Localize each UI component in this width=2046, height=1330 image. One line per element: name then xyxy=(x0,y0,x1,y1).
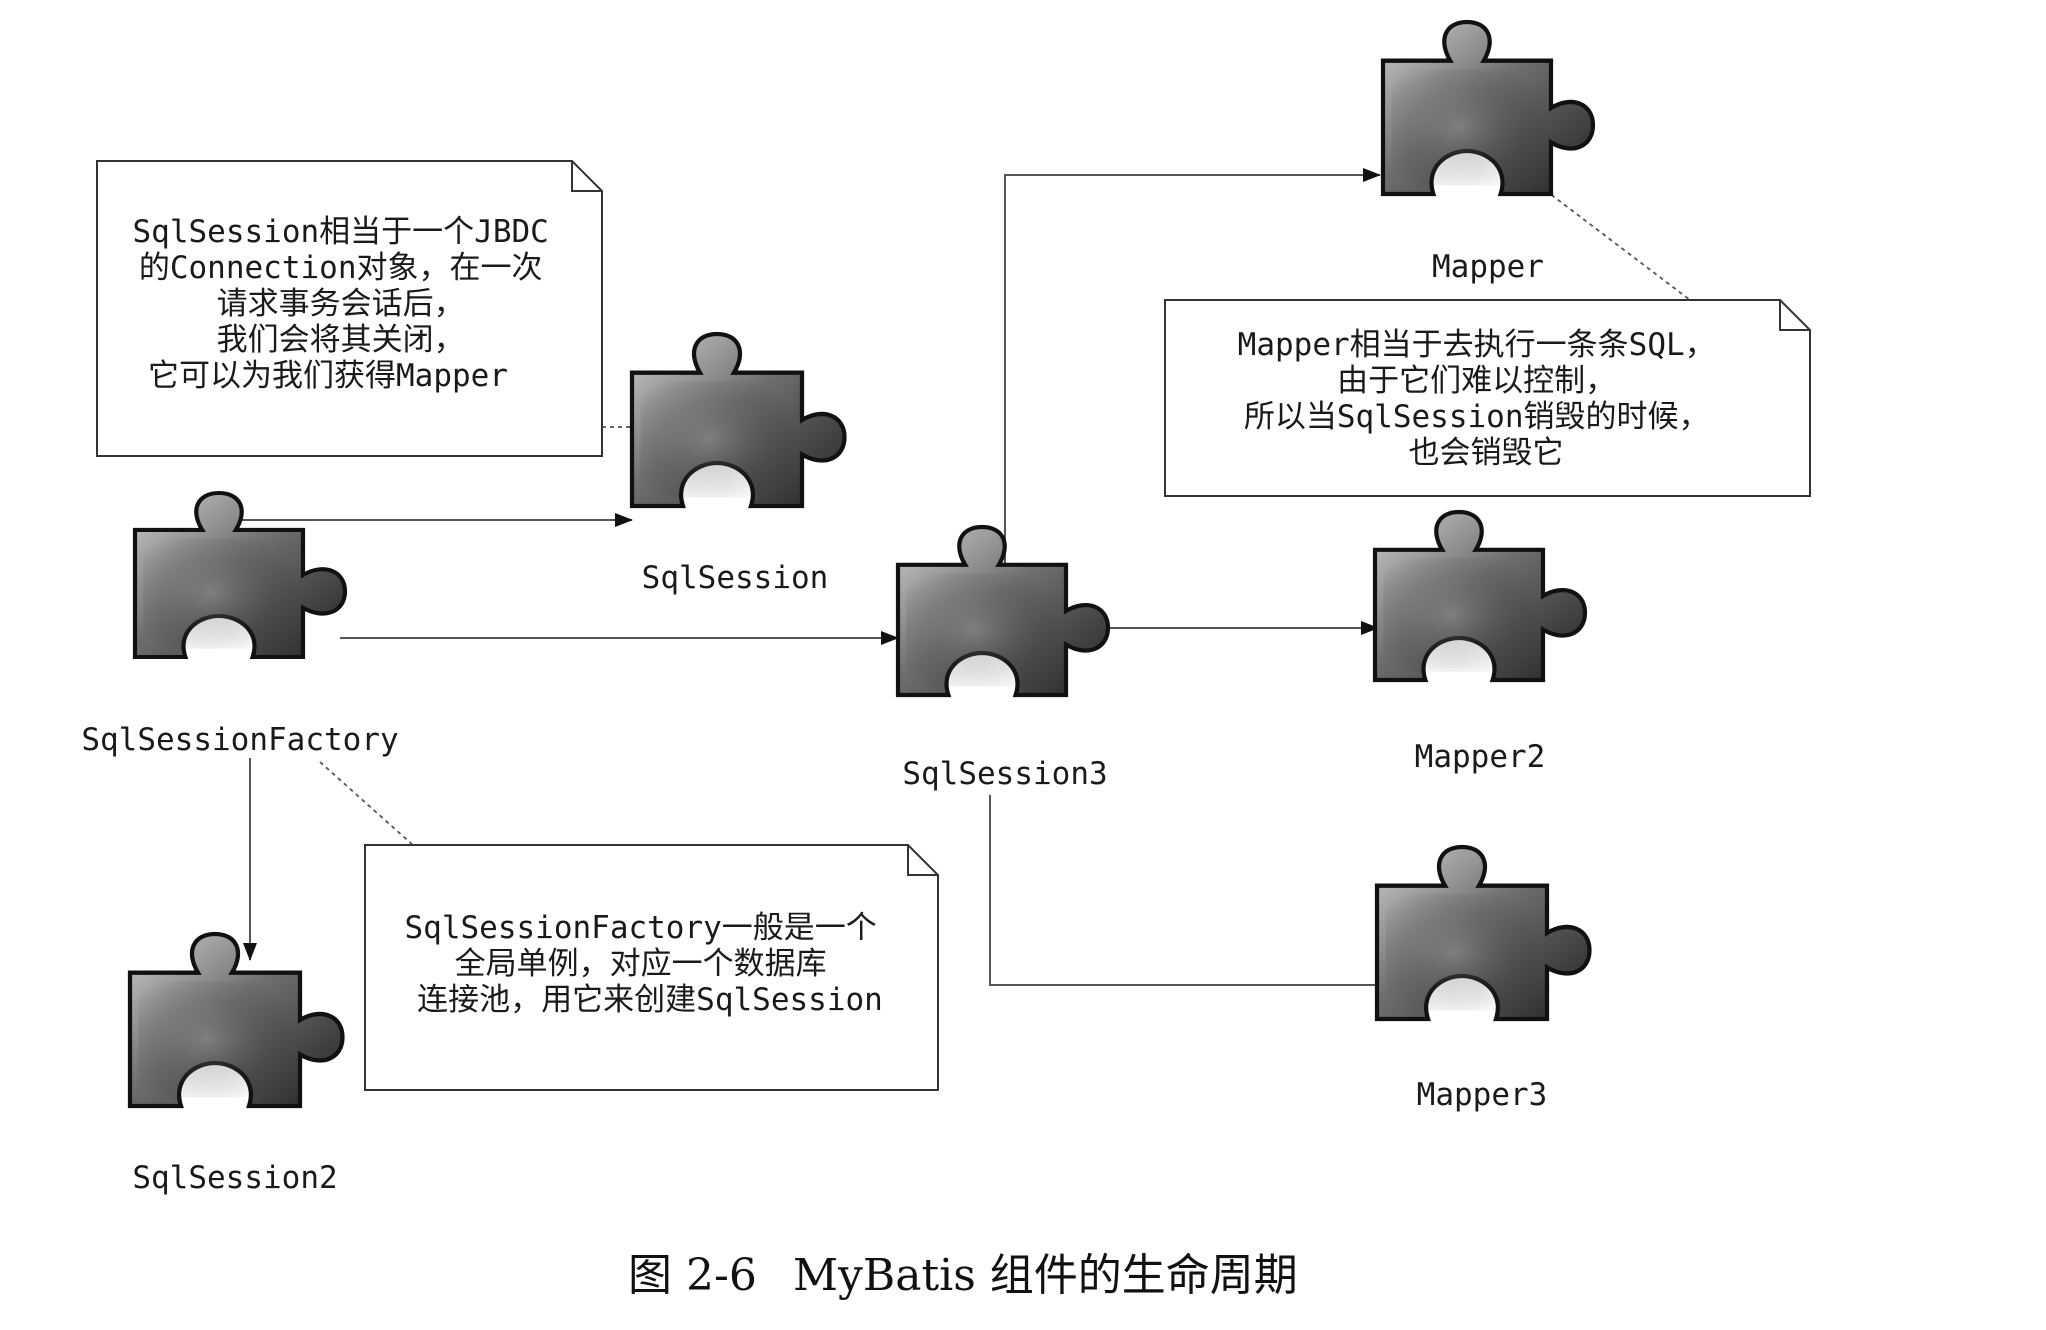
factory-note: SqlSessionFactory一般是一个 全局单例，对应一个数据库 连接池，… xyxy=(364,844,939,1091)
mapper-note-line-3: 所以当SqlSession销毁的时候， xyxy=(1244,399,1710,435)
figure-title: MyBatis 组件的生命周期 xyxy=(793,1250,1298,1301)
sqlsession-note: SqlSession相当于一个JBDC 的Connection对象，在一次 请求… xyxy=(96,160,603,457)
mapper-note-line-1: Mapper相当于去执行一条条SQL， xyxy=(1238,327,1716,363)
mapper-note-line-2: 由于它们难以控制， xyxy=(1337,363,1616,399)
figure-number: 图 2-6 xyxy=(628,1250,757,1301)
mapper3-puzzle-icon xyxy=(1377,847,1590,1019)
sqlsession-note-line-5: 它可以为我们获得Mapper xyxy=(148,358,508,394)
edge-sqlsession3-to-mapper3 xyxy=(989,795,1396,992)
factory-note-line-3: 连接池，用它来创建SqlSession xyxy=(417,982,883,1018)
sqlsession2-puzzle-icon xyxy=(130,934,343,1106)
sqlsession-puzzle-icon xyxy=(632,334,845,506)
mapper3-label: Mapper3 xyxy=(1417,1077,1548,1113)
factory-note-line-1: SqlSessionFactory一般是一个 xyxy=(405,910,877,946)
sqlsession-note-line-3: 请求事务会话后， xyxy=(217,286,465,322)
mapper-note: Mapper相当于去执行一条条SQL， 由于它们难以控制， 所以当SqlSess… xyxy=(1164,299,1811,497)
mapper-label: Mapper xyxy=(1432,249,1544,285)
sqlsession-label: SqlSession xyxy=(642,560,829,596)
edge-sqlsession3-to-mapper xyxy=(1004,168,1381,575)
mapper-puzzle-icon xyxy=(1383,22,1593,194)
svg-text:SqlSessionFactory一般是一个 全: SqlSessionFactory一般是一个 全局单例，对应一个数据库 连接池，… xyxy=(405,910,896,1018)
factory-note-line-2: 全局单例，对应一个数据库 xyxy=(455,946,827,982)
mapper2-label: Mapper2 xyxy=(1415,739,1546,775)
svg-text:Mapper相当于去执行一条条SQL， 由于它们: Mapper相当于去执行一条条SQL， 由于它们难以控制， 所以当SqlSess… xyxy=(1238,327,1735,471)
connector-mapper-note xyxy=(1544,189,1691,301)
sqlsession-note-line-2: 的Connection对象，在一次 xyxy=(139,250,543,286)
sqlsession-factory-puzzle-icon xyxy=(135,493,345,657)
sqlsession3-puzzle-icon xyxy=(898,527,1108,695)
mapper-note-line-4: 也会销毁它 xyxy=(1409,435,1564,471)
svg-text:SqlSession相当于一个JBDC 的Con: SqlSession相当于一个JBDC 的Connection对象，在一次 请求… xyxy=(133,214,568,394)
sqlsession-note-line-4: 我们会将其关闭， xyxy=(217,322,465,358)
sqlsession-factory-label: SqlSessionFactory xyxy=(81,722,398,758)
mapper2-puzzle-icon xyxy=(1375,512,1585,680)
sqlsession2-label: SqlSession2 xyxy=(132,1160,337,1196)
sqlsession-note-line-1: SqlSession相当于一个JBDC xyxy=(133,214,549,250)
sqlsession3-label: SqlSession3 xyxy=(902,756,1107,792)
